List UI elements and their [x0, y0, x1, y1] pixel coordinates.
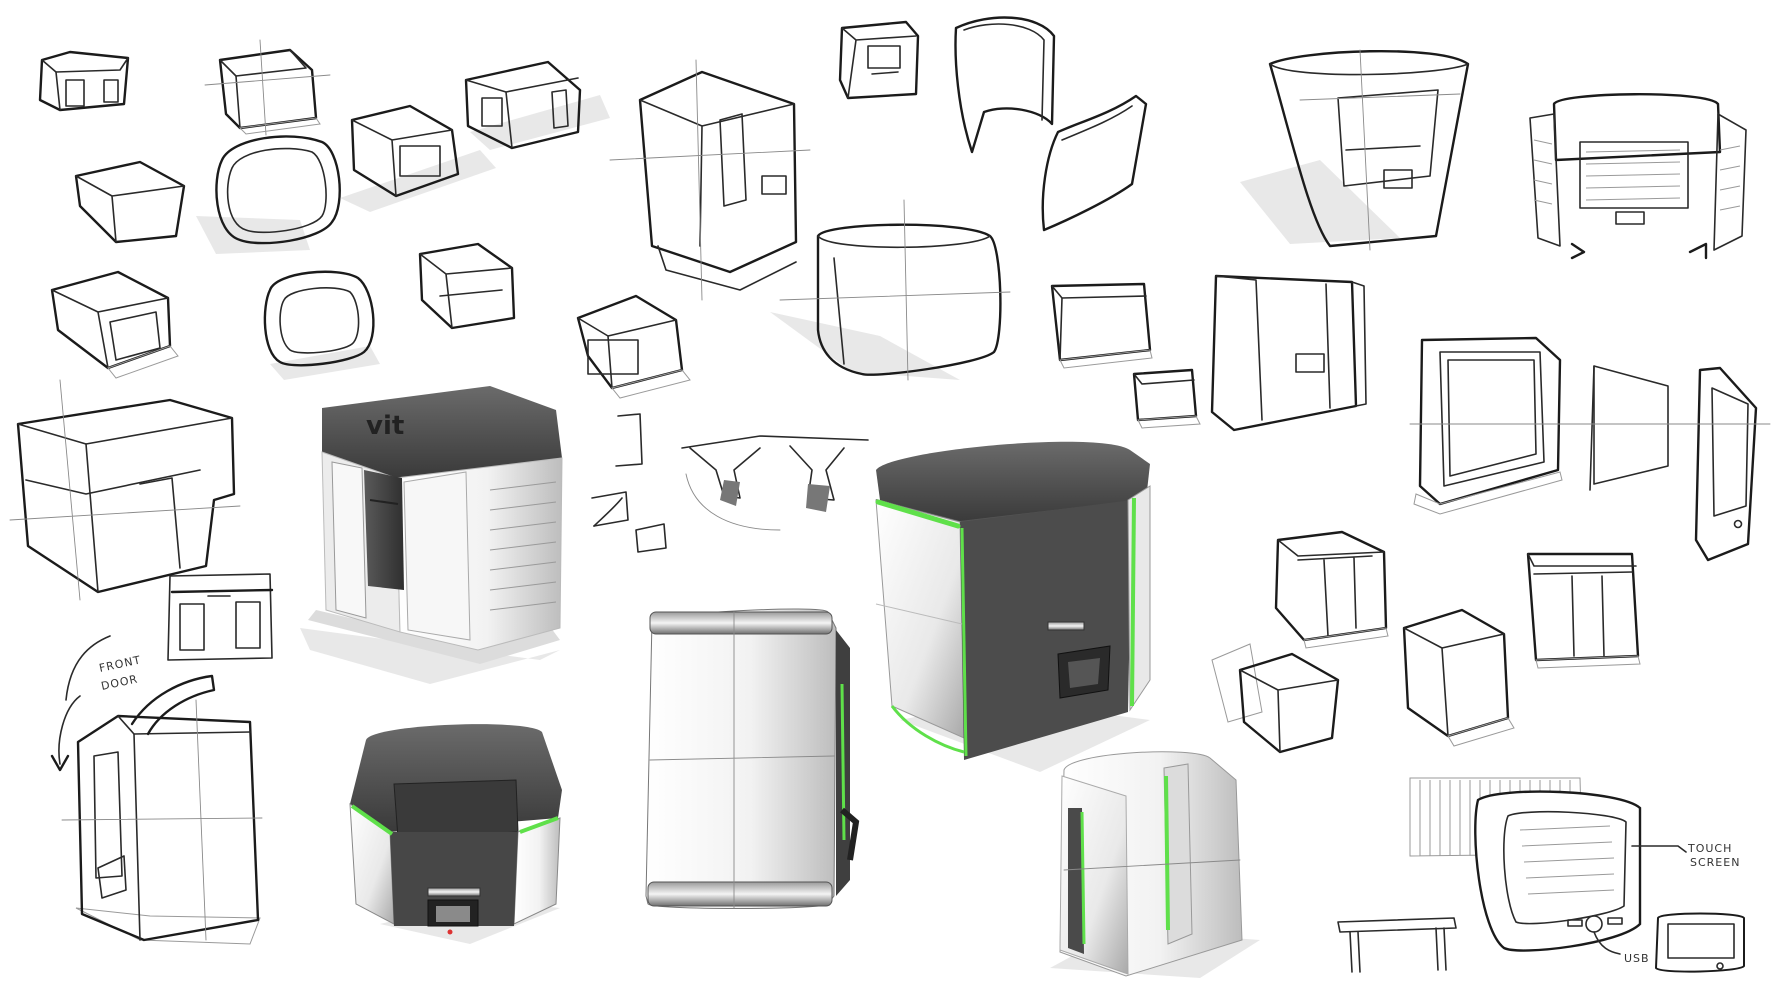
- sketch-curved-panel-1: [954, 16, 1056, 154]
- sketch-kiosk-small-3: [1402, 608, 1515, 747]
- touch-screen-label-1: TOUCH: [1687, 842, 1732, 855]
- vit-logo: vit: [366, 411, 404, 441]
- sketch-small-box-top: [838, 20, 920, 100]
- render-green-kiosk: [875, 441, 1151, 772]
- sketch-kiosk-small-1: [1274, 530, 1389, 649]
- sketch-kiosk-small-4: [1211, 643, 1340, 754]
- touch-screen-label-2: SCREEN: [1690, 856, 1740, 869]
- sketch-curved-panel-2: [1041, 94, 1148, 232]
- sketch-small-box-mid: [1050, 282, 1153, 369]
- sketch-kiosk-small-2: [1526, 552, 1641, 669]
- sketch-cube-5: [196, 135, 341, 254]
- sketch-kiosk-wings: [1529, 93, 1747, 260]
- sketch-cube-4: [74, 160, 186, 244]
- front-door-label-2: DOOR: [100, 672, 139, 692]
- sketch-cube-10: [576, 294, 691, 399]
- usb-label: USB: [1624, 952, 1650, 965]
- sketch-countertop-unit: [9, 379, 241, 601]
- sketch-wide-box: [770, 199, 1011, 381]
- sketch-cube-9: [418, 242, 516, 330]
- sketch-cube-2: [204, 39, 331, 136]
- sketch-monitor-exploded: [1409, 336, 1771, 562]
- render-green-slim-kiosk: [1050, 751, 1260, 978]
- sketch-cube-6: [340, 104, 496, 212]
- sketch-small-front-view: [167, 573, 274, 661]
- sketch-cube-3: [464, 60, 610, 150]
- sketch-tall-cabinet: [1210, 274, 1367, 432]
- render-vit-kiosk: vit: [300, 386, 563, 684]
- sketch-touch-screen: TOUCH SCREEN USB: [1337, 777, 1745, 973]
- sketch-front-door-open: FRONT DOOR: [50, 635, 263, 945]
- sketch-tall-box-1: [609, 59, 811, 301]
- sketch-kiosk-open-front: [1240, 49, 1470, 251]
- sketch-cube-8: [263, 270, 380, 380]
- sketch-cube-7: [50, 270, 179, 379]
- sketch-cube-1: [38, 50, 130, 112]
- sketch-tiny-box: [1132, 368, 1201, 429]
- sketch-hinge-details: [591, 413, 869, 553]
- render-dark-top-kiosk: [349, 724, 562, 944]
- render-white-tall-kiosk: [645, 608, 860, 909]
